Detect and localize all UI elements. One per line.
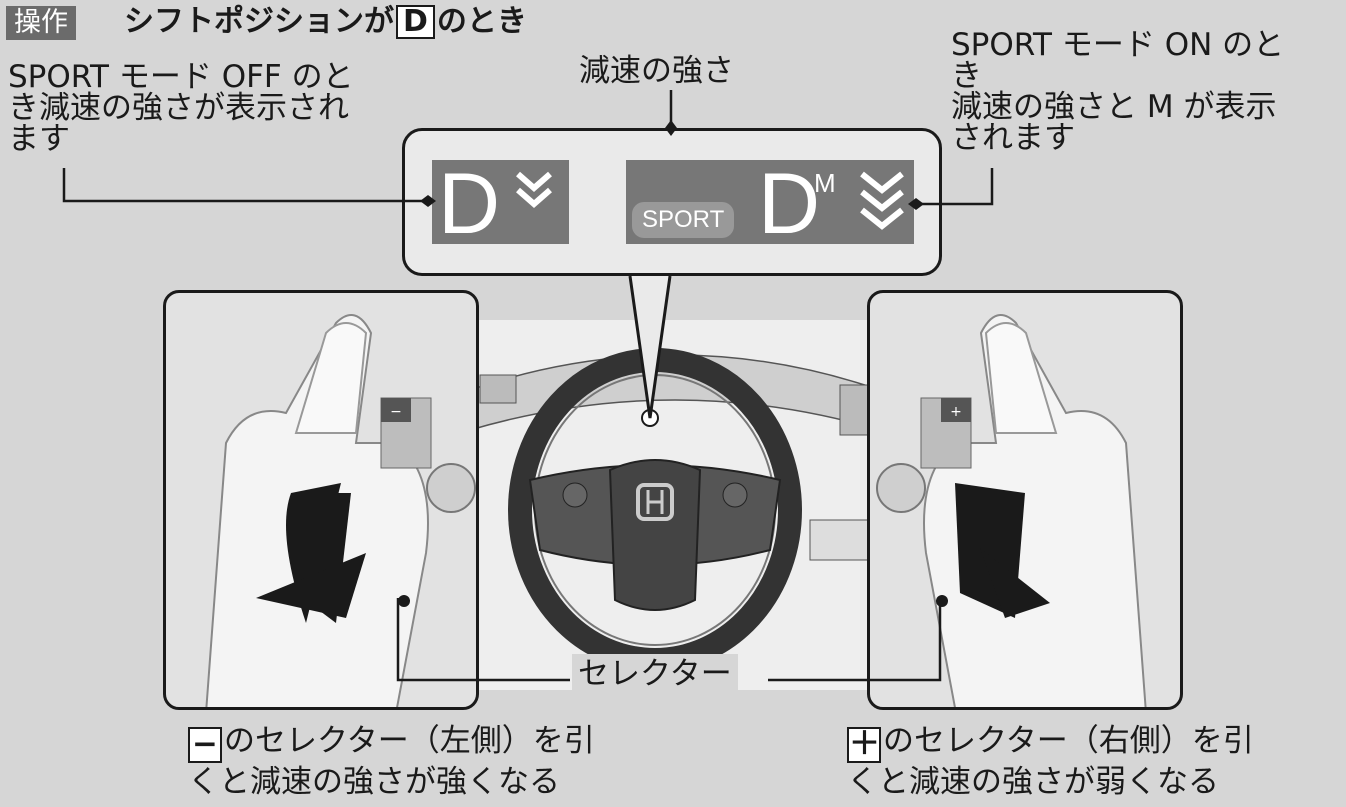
title-gear-letter: D xyxy=(396,5,435,39)
callout-sport-on-line2: き xyxy=(951,58,982,94)
minus-sign-box: − xyxy=(188,727,222,763)
title-prefix: シフトポジションが xyxy=(124,4,394,39)
double-chevron-icon xyxy=(516,171,552,208)
minus-paddle-label: − xyxy=(390,404,402,420)
callout-sport-off-line3: ます xyxy=(8,121,70,157)
callout-deceleration: 減速の強さ xyxy=(579,53,734,89)
selector-label: セレクター xyxy=(572,654,738,694)
caption-plus-selector: ＋のセレクター（右側）を引 くと減速の強さが弱くなる xyxy=(847,722,1254,801)
callout-sport-on-line4: されます xyxy=(951,120,1075,156)
manual-mode-indicator: M xyxy=(814,168,836,198)
plus-sign-box: ＋ xyxy=(847,726,881,763)
callout-sport-on: SPORT モード ON のと き 減速の強さと M が表示 されます xyxy=(951,30,1341,154)
pull-right-arrow-head xyxy=(980,548,1050,618)
caption-minus-line1: −のセレクター（左側）を引 xyxy=(188,722,595,763)
callout-sport-off-line2: き減速の強さが表示され xyxy=(8,90,349,126)
callout-sport-on-line1: SPORT モード ON のと xyxy=(951,27,1285,63)
callout-sport-off-line1: SPORT モード OFF のと xyxy=(8,59,354,95)
right-hand-panel: + xyxy=(867,290,1183,710)
left-hand-illustration: − xyxy=(205,314,476,707)
title-suffix: のとき xyxy=(436,4,527,39)
caption-minus-text1: のセレクター（左側）を引 xyxy=(224,723,595,759)
display-sport-on: SPORT D M xyxy=(626,156,914,252)
gear-indicator-d: D xyxy=(438,156,501,252)
caption-plus-text1: のセレクター（右側）を引 xyxy=(883,723,1254,759)
callout-sport-on-line3: 減速の強さと M が表示 xyxy=(951,89,1277,125)
caption-plus-line2: くと減速の強さが弱くなる xyxy=(847,764,1219,800)
gear-indicator-d: D xyxy=(758,156,821,252)
plus-paddle[interactable] xyxy=(941,398,971,422)
pull-left-arrow-head xyxy=(256,553,366,618)
sport-badge: SPORT xyxy=(632,202,735,238)
right-hand-illustration: + xyxy=(876,314,1147,707)
steering-wheel-illustration xyxy=(470,320,880,690)
caption-minus-selector: −のセレクター（左側）を引 くと減速の強さが強くなる xyxy=(188,722,595,801)
callout-sport-off: SPORT モード OFF のと き減速の強さが表示され ます xyxy=(8,62,398,155)
display-sport-off: D xyxy=(432,156,569,252)
caption-minus-line2: くと減速の強さが強くなる xyxy=(188,764,560,800)
left-hand-panel: − xyxy=(163,290,479,710)
triple-chevron-icon xyxy=(860,171,904,230)
operation-badge: 操作 xyxy=(6,6,76,40)
minus-paddle[interactable] xyxy=(381,398,411,422)
caption-plus-line1: ＋のセレクター（右側）を引 xyxy=(847,722,1254,763)
plus-paddle-label: + xyxy=(950,404,962,420)
